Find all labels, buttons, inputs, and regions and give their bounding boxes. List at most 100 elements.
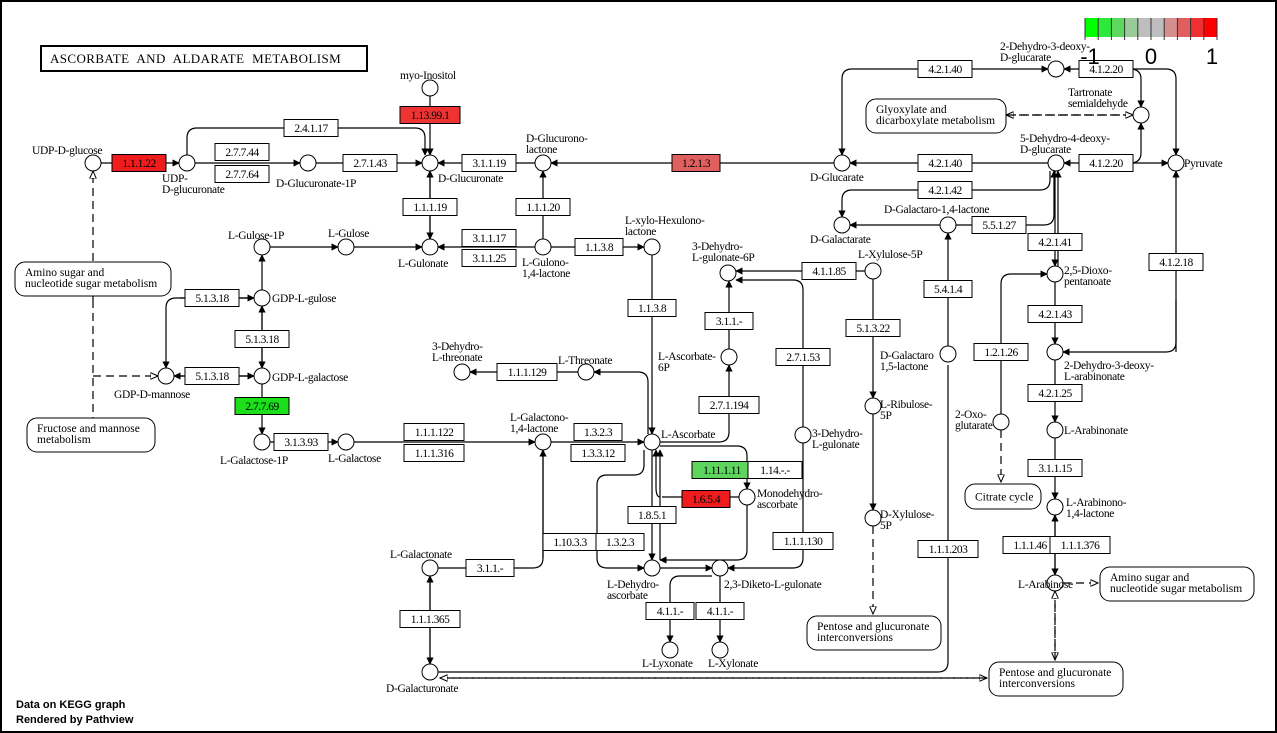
compound-galactaro-14-lactone[interactable]: D-Galactaro-1,4-lactone — [884, 204, 990, 234]
enzyme-box[interactable] — [570, 444, 626, 462]
enzyme-2-7-1-53[interactable]: 2.7.1.53 — [775, 348, 831, 366]
enzyme-1-1-1-130[interactable]: 1.1.1.130 — [772, 532, 834, 550]
enzyme-4-1-2-20[interactable]: 4.1.2.20 — [1078, 154, 1134, 172]
enzyme-box[interactable] — [184, 367, 240, 385]
compound-galacturonate[interactable]: D-Galacturonate — [386, 663, 459, 695]
enzyme-4-1-2-18[interactable]: 4.1.2.18 — [1148, 253, 1204, 271]
compound-node[interactable] — [577, 363, 595, 381]
compound-node[interactable] — [711, 559, 729, 577]
compound-l-gulonate[interactable]: L-Gulonate — [398, 238, 449, 270]
enzyme-box[interactable] — [234, 330, 290, 348]
enzyme-1-1-1-365[interactable]: 1.1.1.365 — [399, 610, 461, 628]
enzyme-1-3-3-12[interactable]: 1.3.3.12 — [570, 444, 626, 462]
enzyme-box[interactable] — [402, 198, 458, 216]
compound-node[interactable] — [253, 289, 271, 307]
enzyme-3-1-3-93[interactable]: 3.1.3.93 — [273, 433, 329, 451]
compound-node[interactable] — [1132, 106, 1150, 124]
enzyme-2-7-1-43[interactable]: 2.7.1.43 — [342, 154, 398, 172]
enzyme-1-8-5-1[interactable]: 1.8.5.1 — [627, 506, 677, 524]
compound-glucuronate[interactable]: D-Glucuronate — [421, 154, 504, 185]
enzyme-box[interactable] — [342, 154, 398, 172]
enzyme-box[interactable] — [775, 348, 831, 366]
enzyme-1-1-1-203[interactable]: 1.1.1.203 — [917, 540, 979, 558]
compound-node[interactable] — [939, 345, 957, 363]
enzyme-5-1-3-18[interactable]: 5.1.3.18 — [184, 367, 240, 385]
compound-lyxonate[interactable]: L-Lyxonate — [642, 641, 693, 670]
enzyme-1-13-99-1[interactable]: 1.13.99.1 — [399, 106, 461, 124]
compound-d-xylulose-5p[interactable]: D-Xylulose-5P — [864, 509, 935, 532]
compound-l-ascorbate[interactable]: L-Ascorbate — [643, 429, 716, 451]
compound-l-galactose[interactable]: L-Galactose — [328, 433, 381, 465]
enzyme-1-11-1-11[interactable]: 1.11.1.11 — [691, 461, 753, 479]
compound-node[interactable] — [1047, 154, 1065, 172]
enzyme-1-2-1-26[interactable]: 1.2.1.26 — [973, 343, 1029, 361]
enzyme-box[interactable] — [627, 299, 677, 317]
enzyme-1-1-1-22[interactable]: 1.1.1.22 — [111, 154, 167, 172]
enzyme-box[interactable] — [747, 461, 803, 479]
enzyme-3-1-1-17[interactable]: 3.1.1.17 — [461, 229, 517, 247]
enzyme-1-1-1-20[interactable]: 1.1.1.20 — [515, 198, 571, 216]
compound-node[interactable] — [421, 79, 439, 97]
compound-node[interactable] — [421, 238, 439, 256]
compound-node[interactable] — [1047, 60, 1065, 78]
compound-dioxopentanoate[interactable]: 2,5-Dioxo-pentanoate — [1046, 265, 1113, 288]
compound-node[interactable] — [453, 363, 471, 381]
compound-node[interactable] — [939, 216, 957, 234]
enzyme-1-3-2-3[interactable]: 1.3.2.3 — [573, 423, 623, 441]
enzyme-3-1-1[interactable]: 3.1.1.- — [465, 559, 515, 577]
enzyme-box[interactable] — [681, 490, 731, 508]
enzyme-5-1-3-22[interactable]: 5.1.3.22 — [845, 319, 901, 337]
enzyme-4-2-1-42[interactable]: 4.2.1.42 — [917, 181, 973, 199]
map-link-box[interactable] — [26, 417, 156, 453]
enzyme-1-6-5-4[interactable]: 1.6.5.4 — [681, 490, 731, 508]
compound-dehydroascorbate[interactable]: L-Dehydro-ascorbate — [607, 559, 661, 602]
compound-ascorbate-6p[interactable]: L-Ascorbate-6P — [658, 348, 738, 374]
compound-node[interactable] — [534, 433, 552, 451]
compound-node[interactable] — [157, 367, 175, 385]
enzyme-3-1-1-15[interactable]: 3.1.1.15 — [1027, 459, 1083, 477]
compound-galactarate[interactable]: D-Galactarate — [810, 216, 871, 246]
enzyme-4-1-1[interactable]: 4.1.1.- — [695, 602, 745, 620]
enzyme-box[interactable] — [1027, 384, 1083, 402]
compound-udp-glucuronate[interactable]: UDP-D-glucuronate — [162, 154, 225, 196]
compound-l-threonate[interactable]: L-Threonate — [558, 355, 613, 381]
compound-xylulose-5p[interactable]: L-Xylulose-5P — [858, 249, 923, 280]
compound-node[interactable] — [1046, 421, 1064, 439]
enzyme-1-1-1-19[interactable]: 1.1.1.19 — [402, 198, 458, 216]
enzyme-4-2-1-41[interactable]: 4.2.1.41 — [1027, 233, 1083, 251]
enzyme-box[interactable] — [465, 559, 515, 577]
compound-node[interactable] — [643, 559, 661, 577]
compound-pyruvate[interactable]: Pyruvate — [1167, 154, 1223, 172]
compound-udp-glucose[interactable]: UDP-D-glucose — [32, 145, 103, 172]
enzyme-box[interactable] — [399, 106, 461, 124]
enzyme-5-4-1-4[interactable]: 5.4.1.4 — [923, 280, 973, 298]
enzyme-box[interactable] — [403, 423, 465, 441]
enzyme-box[interactable] — [645, 602, 695, 620]
enzyme-5-5-1-27[interactable]: 5.5.1.27 — [971, 216, 1027, 234]
enzyme-1-1-3-8[interactable]: 1.1.3.8 — [627, 299, 677, 317]
enzyme-box[interactable] — [574, 238, 624, 256]
compound-node[interactable] — [534, 238, 552, 256]
compound-node[interactable] — [992, 413, 1010, 431]
enzyme-box[interactable] — [399, 610, 461, 628]
enzyme-box[interactable] — [283, 119, 339, 137]
enzyme-box[interactable] — [273, 433, 329, 451]
compound-node[interactable] — [253, 238, 271, 256]
compound-node[interactable] — [421, 559, 439, 577]
compound-node[interactable] — [1167, 154, 1185, 172]
enzyme-4-1-1-85[interactable]: 4.1.1.85 — [801, 262, 857, 280]
compound-node[interactable] — [643, 433, 661, 451]
compound-node[interactable] — [421, 154, 439, 172]
enzyme-5-1-3-18[interactable]: 5.1.3.18 — [184, 289, 240, 307]
map-link-box[interactable] — [964, 483, 1042, 510]
enzyme-box[interactable] — [704, 312, 754, 330]
enzyme-4-2-1-40[interactable]: 4.2.1.40 — [917, 154, 973, 172]
enzyme-3-1-1-19[interactable]: 3.1.1.19 — [461, 154, 517, 172]
enzyme-box[interactable] — [627, 506, 677, 524]
compound-l-gulono-lactone[interactable]: L-Gulono-1,4-lactone — [522, 238, 571, 280]
compound-xylo-hexulonolactone[interactable]: L-xylo-Hexulono-lactone — [625, 215, 705, 256]
